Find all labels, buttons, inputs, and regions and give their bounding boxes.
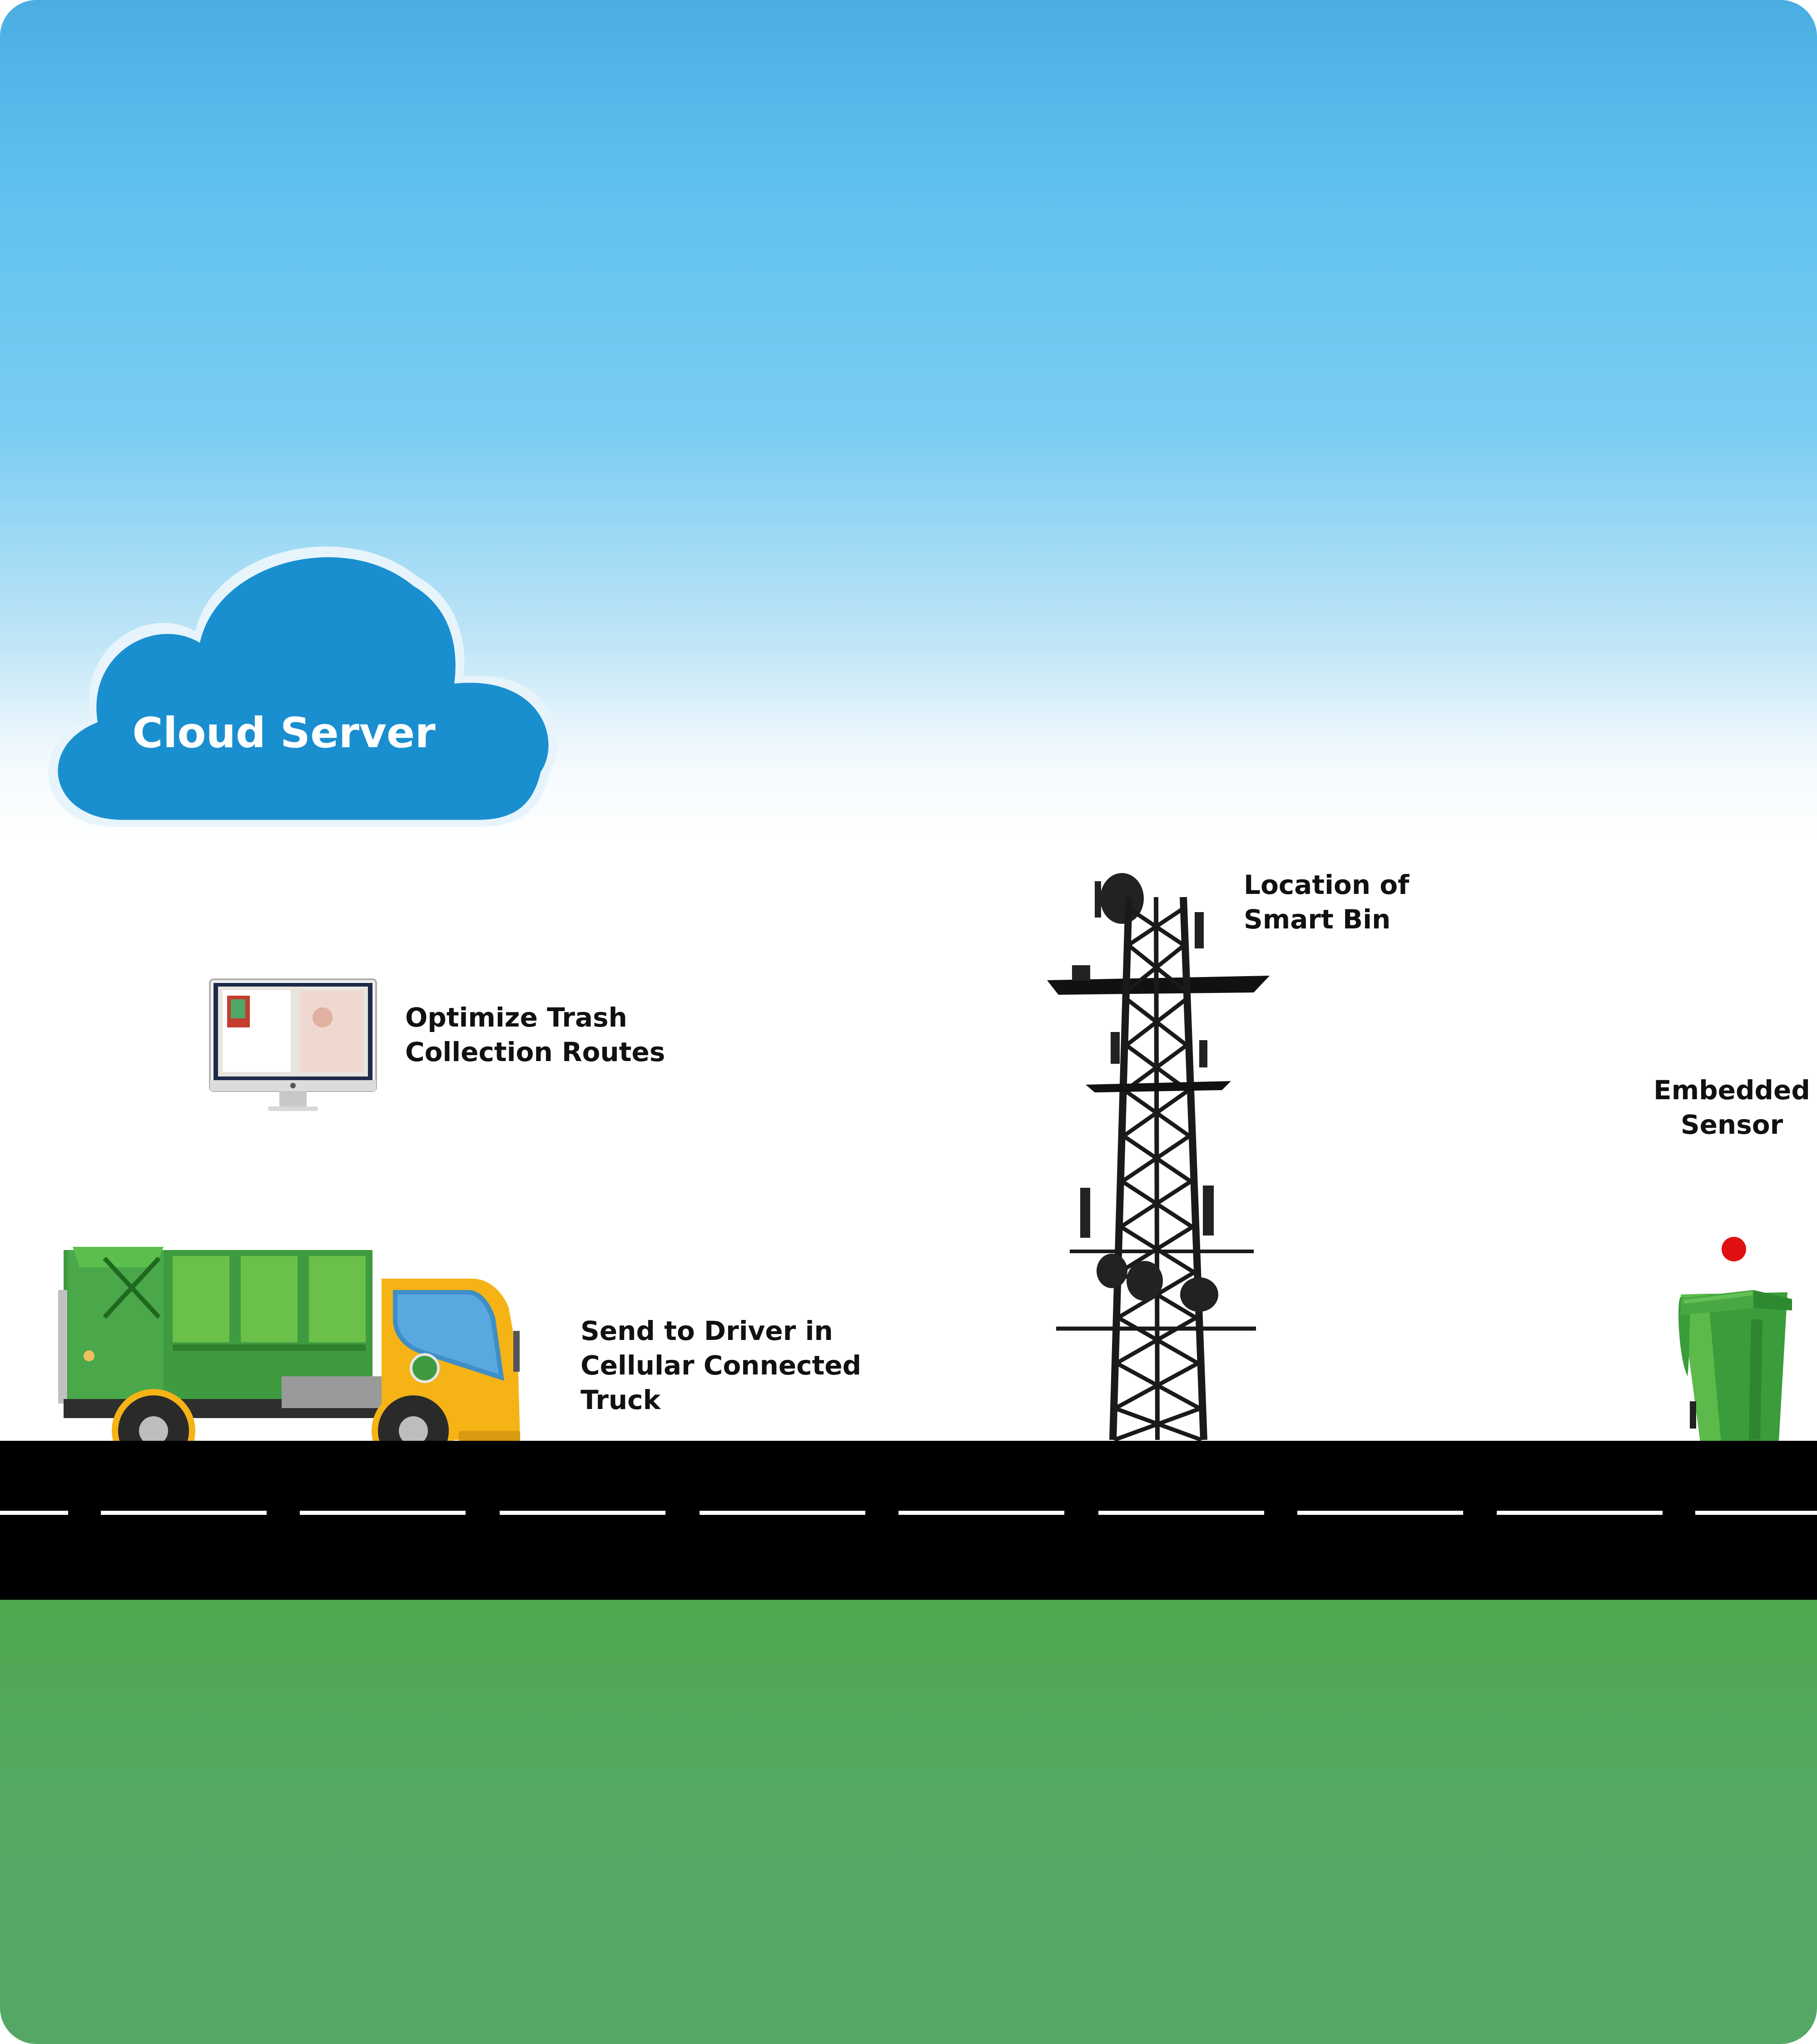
truck-label: Send to Driver in Cellular Connected Tru… — [581, 1314, 861, 1417]
road — [0, 1441, 1817, 1600]
sensor-label: Embedded Sensor — [1653, 1073, 1810, 1142]
tower-label-line2: Smart Bin — [1244, 904, 1391, 935]
truck-label-line1: Send to Driver in — [581, 1315, 833, 1346]
sensor-label-line2: Sensor — [1680, 1109, 1783, 1140]
tower-label: Location of Smart Bin — [1244, 868, 1409, 937]
monitor-label-line1: Optimize Trash — [405, 1002, 627, 1033]
trash-bin-icon — [1678, 1290, 1792, 1449]
monitor-label-line2: Collection Routes — [405, 1037, 665, 1067]
truck-label-line2: Cellular Connected — [581, 1350, 862, 1381]
sensor-label-line1: Embedded — [1653, 1075, 1810, 1106]
sensor-dot — [1722, 1237, 1746, 1261]
cell-tower-icon — [1047, 873, 1270, 1442]
monitor-label: Optimize Trash Collection Routes — [405, 1000, 665, 1069]
monitor-icon — [209, 978, 377, 1111]
truck-label-line3: Truck — [581, 1384, 661, 1415]
cloud-icon — [48, 546, 558, 827]
grass-ground — [0, 1599, 1817, 2044]
cloud-server-title: Cloud Server — [132, 709, 436, 757]
garbage-truck-icon — [58, 1247, 520, 1473]
tower-label-line1: Location of — [1244, 869, 1410, 900]
